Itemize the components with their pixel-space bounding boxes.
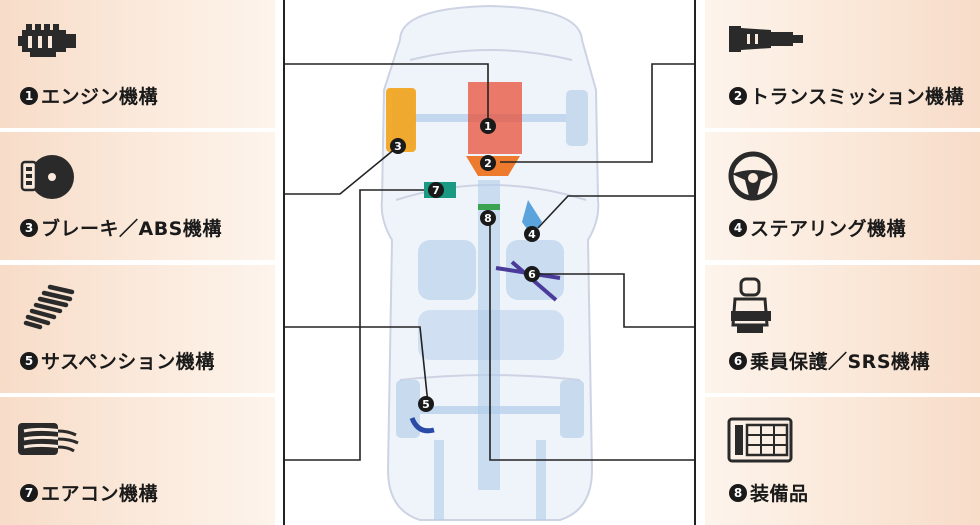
engine-block (468, 82, 522, 154)
system-name: ステアリング機構 (750, 218, 907, 240)
svg-text:6: 6 (528, 268, 536, 281)
display-panel-icon (727, 417, 793, 463)
system-name: エンジン機構 (41, 86, 159, 108)
marker-8: 8 (480, 210, 496, 226)
brake-unit (386, 88, 416, 152)
number-badge: 6 (729, 351, 747, 370)
seatbelt-seat-icon (731, 277, 771, 333)
svg-text:4: 4 (528, 228, 536, 241)
marker-2: 2 (480, 155, 496, 171)
marker-1: 1 (480, 118, 496, 134)
transmission-icon (729, 26, 803, 52)
system-name: 装備品 (750, 483, 809, 505)
leader-steering (537, 195, 694, 229)
leader-restraint (534, 273, 694, 328)
system-label-suspension: 5 サスペンション機構 (20, 347, 215, 374)
marker-3: 3 (390, 138, 406, 154)
system-name: サスペンション機構 (41, 351, 215, 373)
steering-wheel-icon (728, 151, 778, 201)
system-panel-restraint[interactable]: 6 乗員保護／SRS機構 (705, 265, 980, 393)
marker-5: 5 (418, 396, 434, 412)
system-name: エアコン機構 (41, 483, 159, 505)
brake-disc-icon (20, 155, 74, 199)
marker-7: 7 (428, 182, 444, 198)
spring-icon (23, 284, 75, 330)
system-label-aircon: 7 エアコン機構 (20, 479, 158, 506)
system-panel-equipment[interactable]: 8 装備品 (705, 397, 980, 525)
steering-column (522, 200, 542, 236)
system-label-equipment: 8 装備品 (729, 479, 809, 506)
aircon-vent-icon (18, 423, 79, 455)
engine-icon (18, 24, 76, 57)
left-divider-line (283, 0, 285, 525)
marker-group: 1 2 3 4 5 6 7 8 (390, 118, 540, 412)
number-badge: 3 (20, 218, 38, 237)
system-label-steering: 4 ステアリング機構 (729, 214, 906, 241)
svg-text:7: 7 (432, 184, 440, 197)
number-badge: 8 (729, 483, 747, 502)
number-badge: 2 (729, 86, 747, 105)
number-badge: 5 (20, 351, 38, 370)
system-panel-suspension[interactable]: 5 サスペンション機構 (0, 265, 275, 393)
system-name: ブレーキ／ABS機構 (41, 218, 222, 240)
leader-aircon (283, 189, 424, 461)
number-badge: 1 (20, 86, 38, 105)
system-panel-brake[interactable]: 3 ブレーキ／ABS機構 (0, 132, 275, 260)
system-name: 乗員保護／SRS機構 (750, 351, 930, 373)
system-panel-transmission[interactable]: 2 トランスミッション機構 (705, 0, 980, 128)
svg-text:2: 2 (484, 157, 492, 170)
leader-suspension (283, 326, 429, 405)
rear-suspension (409, 417, 435, 434)
system-panel-aircon[interactable]: 7 エアコン機構 (0, 397, 275, 525)
leader-equipment (489, 218, 694, 461)
leader-engine (283, 63, 489, 122)
svg-text:3: 3 (394, 140, 402, 153)
marker-4: 4 (524, 226, 540, 242)
equipment-bar (478, 204, 500, 210)
leader-brake (283, 147, 397, 195)
system-panel-steering[interactable]: 4 ステアリング機構 (705, 132, 980, 260)
system-label-brake: 3 ブレーキ／ABS機構 (20, 214, 222, 241)
leader-transmission (500, 63, 694, 163)
right-divider-line (694, 0, 696, 525)
system-label-transmission: 2 トランスミッション機構 (729, 82, 964, 109)
svg-text:5: 5 (422, 398, 430, 411)
system-panel-engine[interactable]: 1 エンジン機構 (0, 0, 275, 128)
number-badge: 4 (729, 218, 747, 237)
system-label-restraint: 6 乗員保護／SRS機構 (729, 347, 930, 374)
number-badge: 7 (20, 483, 38, 502)
system-label-engine: 1 エンジン機構 (20, 82, 158, 109)
svg-text:1: 1 (484, 120, 492, 133)
marker-6: 6 (524, 266, 540, 282)
svg-text:8: 8 (484, 212, 492, 225)
system-name: トランスミッション機構 (750, 86, 965, 108)
